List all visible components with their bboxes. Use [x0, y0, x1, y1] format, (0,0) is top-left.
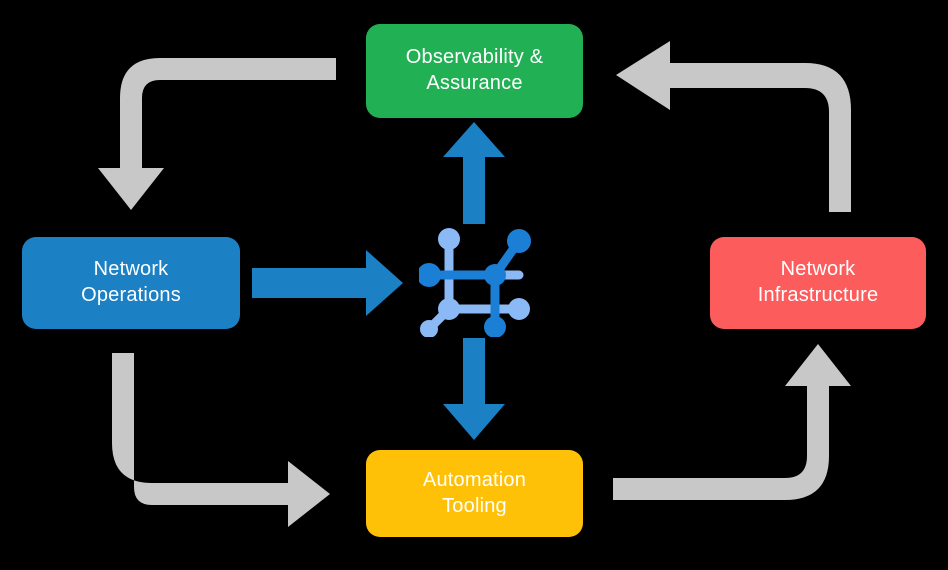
topology-light-nodes [420, 228, 530, 337]
topology-dark-nodes [419, 229, 531, 337]
node-label-operations: Network Operations [81, 258, 181, 306]
arrow-automation-to-infrastructure [613, 344, 851, 500]
node-label-infrastructure: Network Infrastructure [757, 258, 879, 306]
network-topology-icon [419, 228, 531, 337]
node-label-observability: Observability & Assurance [405, 46, 544, 94]
node-automation-tooling[interactable]: Automation Tooling [366, 450, 583, 537]
node-network-infrastructure[interactable]: Network Infrastructure [710, 237, 926, 329]
arrow-center-to-observability [443, 122, 505, 224]
node-label-automation: Automation Tooling [422, 468, 527, 517]
node-observability-and-assurance[interactable]: Observability & Assurance [366, 24, 583, 118]
arrow-operations-to-center [252, 250, 403, 316]
arrow-operations-to-automation [112, 353, 330, 527]
arrow-observability-to-operations [98, 58, 336, 210]
node-network-operations[interactable]: Network Operations [22, 237, 240, 329]
arrow-infrastructure-to-observability [616, 41, 851, 212]
arrow-center-to-automation [443, 338, 505, 440]
